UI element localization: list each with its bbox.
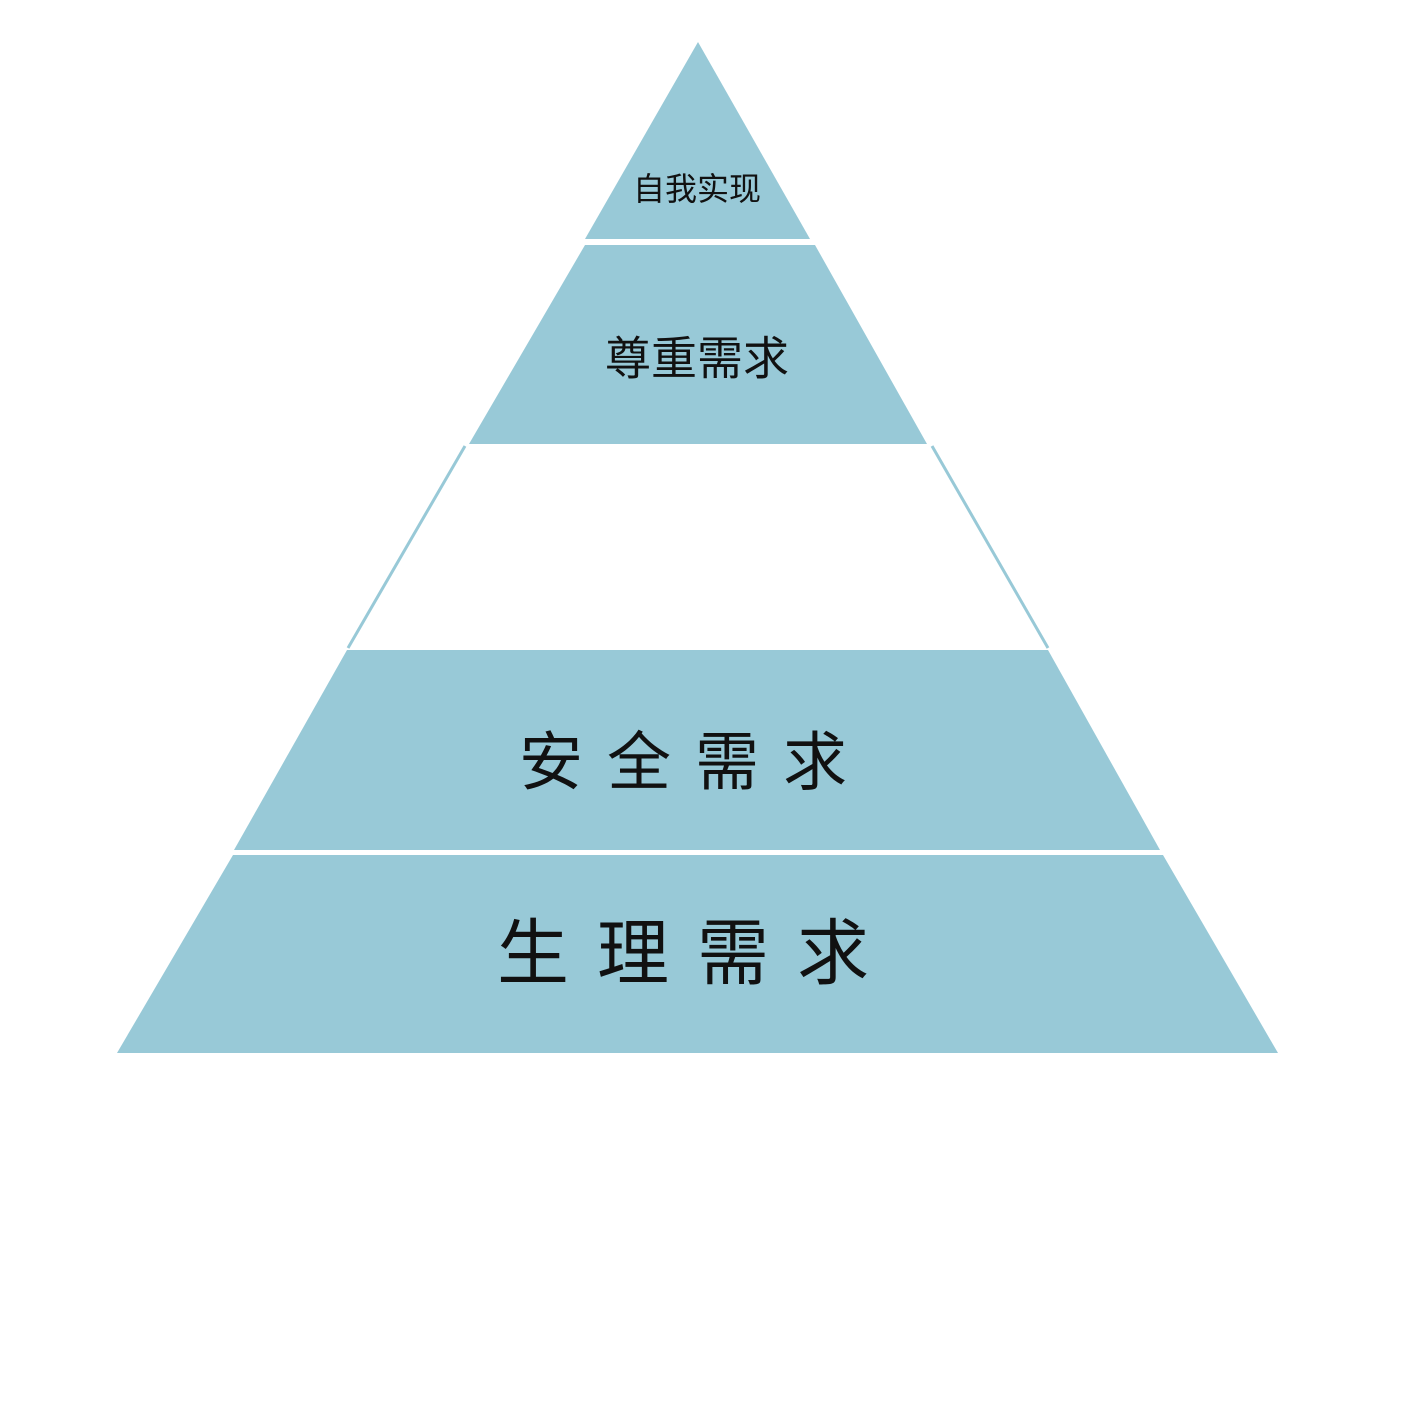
pyramid-layer-esteem: 尊重需求 <box>469 245 927 444</box>
layer-shape <box>234 650 1160 850</box>
layer-left-edge <box>346 445 467 649</box>
layer-label: 生理需求 <box>497 912 897 996</box>
layer-shape <box>348 446 1048 648</box>
layer-label: 尊重需求 <box>605 332 789 386</box>
pyramid-layer-physiological: 生理需求 <box>117 855 1278 1053</box>
layer-shape <box>469 245 927 444</box>
pyramid-layer-self-actualization: 自我实现 <box>585 42 810 239</box>
layer-shape <box>585 42 810 239</box>
pyramid-layer-empty <box>346 445 1050 649</box>
layer-right-edge <box>930 445 1050 649</box>
layer-label: 自我实现 <box>633 170 761 208</box>
pyramid-layer-safety: 安全需求 <box>234 650 1160 850</box>
layer-shape <box>117 855 1278 1053</box>
layer-label: 安全需求 <box>519 727 871 801</box>
